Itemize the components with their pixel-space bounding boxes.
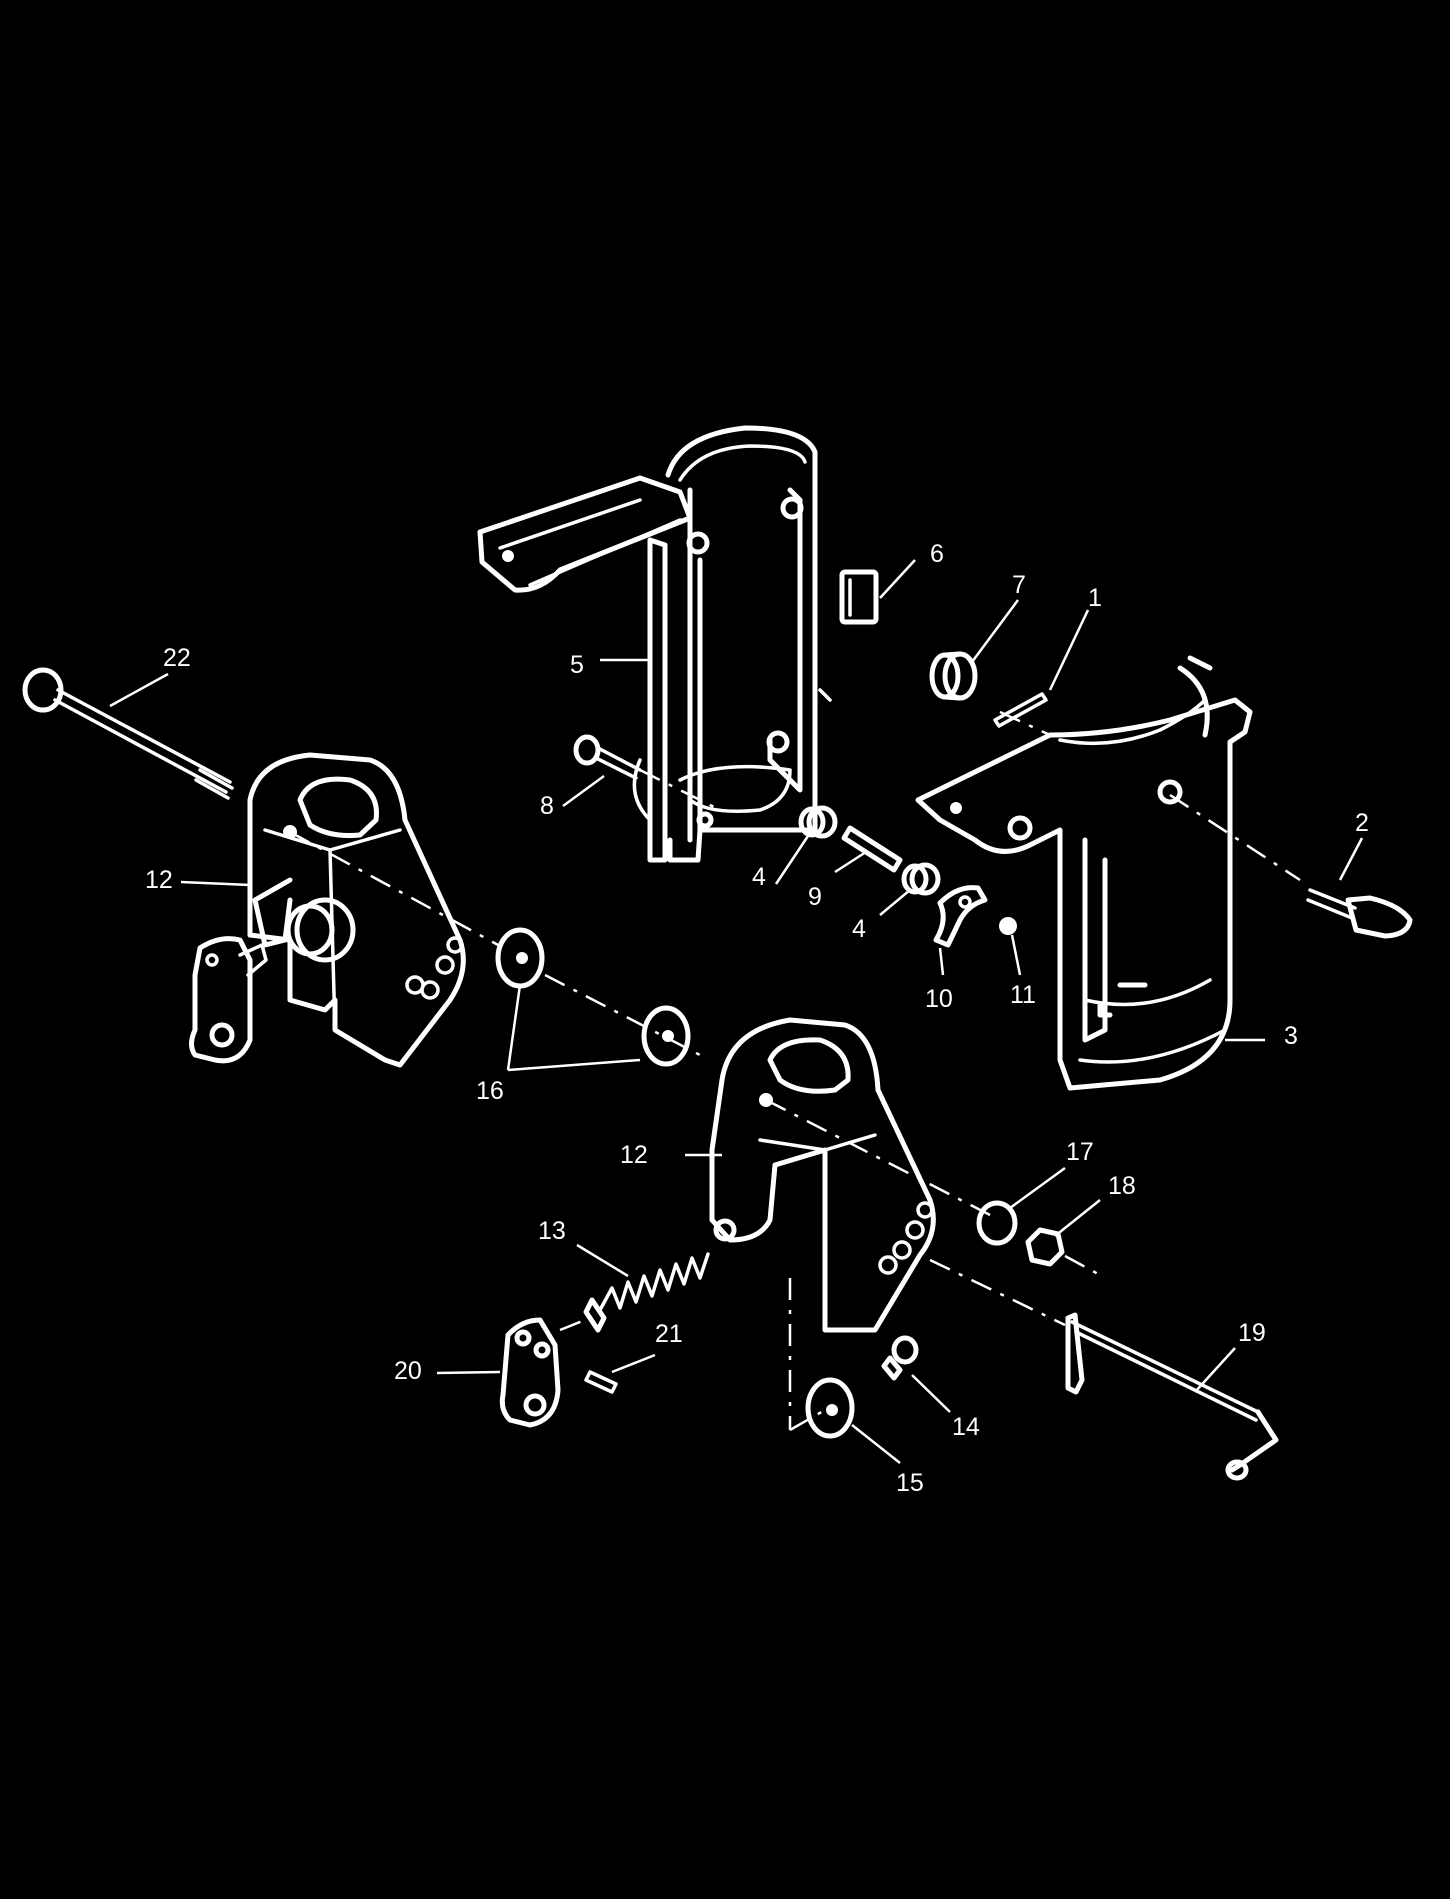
callout-13: 13 (538, 1217, 566, 1245)
callout-19: 19 (1238, 1319, 1266, 1347)
callout-7: 7 (1012, 571, 1026, 599)
tilt-rod-part-19 (1065, 1312, 1279, 1481)
callout-5: 5 (570, 651, 584, 679)
pad-part-6 (839, 569, 879, 625)
callout-20: 20 (394, 1357, 422, 1385)
callout-11: 11 (1010, 981, 1036, 1009)
swivel-bracket-part-5 (477, 425, 832, 863)
callout-16: 16 (476, 1077, 504, 1105)
callout-12-center: 12 (620, 1141, 648, 1169)
clamp-bracket-part-12-center (709, 1017, 936, 1333)
callout-10: 10 (925, 985, 953, 1013)
nut-part-18 (1025, 1227, 1065, 1267)
pin-part-9 (841, 825, 903, 873)
callout-12-left: 12 (145, 866, 173, 894)
spring-part-13 (583, 1252, 710, 1333)
stern-bracket-part-3 (915, 655, 1253, 1091)
assembly-axes (289, 710, 1301, 1432)
lever-part-10 (933, 885, 988, 948)
callout-22: 22 (163, 644, 191, 672)
callout-17: 17 (1066, 1138, 1094, 1166)
pin-part-21 (584, 1370, 618, 1394)
washer-part-16b (641, 1005, 691, 1067)
callout-18: 18 (1108, 1172, 1136, 1200)
washer-part-16a (495, 927, 545, 989)
long-bolt-part-22 (22, 667, 234, 800)
clamp-bracket-part-12-left (247, 752, 466, 1068)
callout-9: 9 (808, 883, 822, 911)
callout-14: 14 (952, 1413, 980, 1441)
clamp-handle-part-20 (499, 1317, 561, 1428)
callout-labels: 1 2 3 4 4 5 6 7 8 9 10 11 12 12 13 14 15… (145, 540, 1369, 1497)
screw-part-14 (881, 1335, 919, 1381)
callout-6: 6 (930, 540, 944, 568)
washer-part-17 (976, 1200, 1018, 1246)
screw-part-11 (999, 917, 1017, 935)
callout-2: 2 (1355, 809, 1369, 837)
bushing-part-4b (901, 862, 941, 896)
leader-lines (109, 559, 1364, 1464)
bolt-part-8 (573, 734, 642, 780)
callout-21: 21 (655, 1320, 683, 1348)
callout-15: 15 (896, 1469, 924, 1497)
washer-part-15 (805, 1377, 855, 1439)
bushing-part-7 (929, 651, 978, 701)
callout-1: 1 (1088, 584, 1102, 612)
callout-8: 8 (540, 792, 554, 820)
thumb-screw-part-2 (1306, 888, 1413, 939)
callout-4a: 4 (752, 863, 766, 891)
cotter-pin-part-1 (993, 692, 1048, 728)
clamp-handle-left (189, 936, 268, 1064)
bushing-part-4a (798, 805, 838, 839)
callout-3: 3 (1284, 1022, 1298, 1050)
callout-4b: 4 (852, 915, 866, 943)
